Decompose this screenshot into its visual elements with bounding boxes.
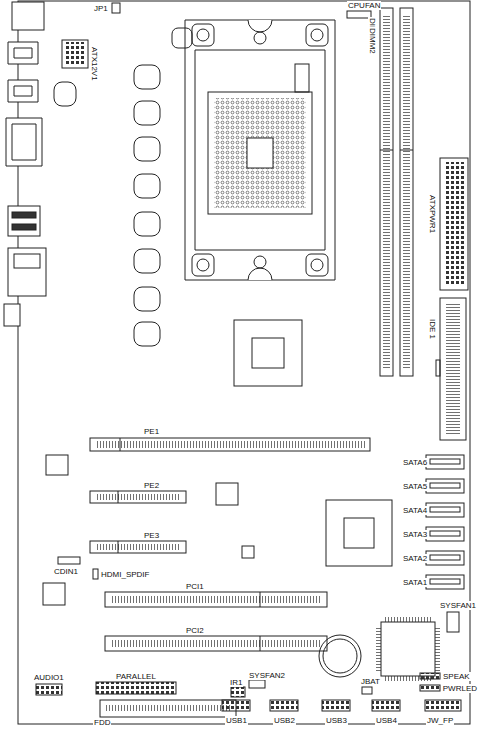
part-label: USB2 (273, 716, 296, 725)
part-label: PARALLEL (115, 672, 157, 681)
part-label: IR1 (229, 678, 243, 687)
part-label: AUDIO1 (33, 673, 65, 682)
part-label: CDIN1 (53, 567, 79, 576)
part-label: SATA1 (402, 578, 428, 587)
part-label: SATA2 (402, 554, 428, 563)
part-label: SATA4 (402, 506, 428, 515)
part-label: USB1 (225, 716, 248, 725)
part-label: IDE 1 (428, 318, 437, 340)
part-label: SYSFAN1 (439, 601, 477, 610)
part-label: ATX12V1 (90, 46, 99, 82)
part-label: USB4 (375, 716, 398, 725)
part-label: CPUFAN (347, 1, 381, 10)
part-label: USB3 (325, 716, 348, 725)
part-label: HDMI_SPDIF (100, 570, 150, 579)
part-label: PE1 (143, 427, 160, 436)
part-label: JP1 (93, 4, 109, 13)
part-label: PCI1 (185, 582, 205, 591)
part-label: PE2 (143, 481, 160, 490)
part-label: SATA5 (402, 482, 428, 491)
part-label: SYSFAN2 (248, 671, 286, 680)
part-label: JW_FP (426, 716, 454, 725)
part-label: SATA6 (402, 458, 428, 467)
part-label: DIMM2 (368, 27, 377, 55)
part-label: SATA3 (402, 530, 428, 539)
part-label: JBAT (360, 677, 381, 686)
part-label: PWRLED (442, 684, 478, 693)
part-label: FDD (93, 718, 111, 727)
part-label: PCI2 (185, 626, 205, 635)
part-label: SPEAK (442, 672, 471, 681)
part-label: ATXPWR1 (428, 194, 437, 234)
part-label: PE3 (143, 531, 160, 540)
